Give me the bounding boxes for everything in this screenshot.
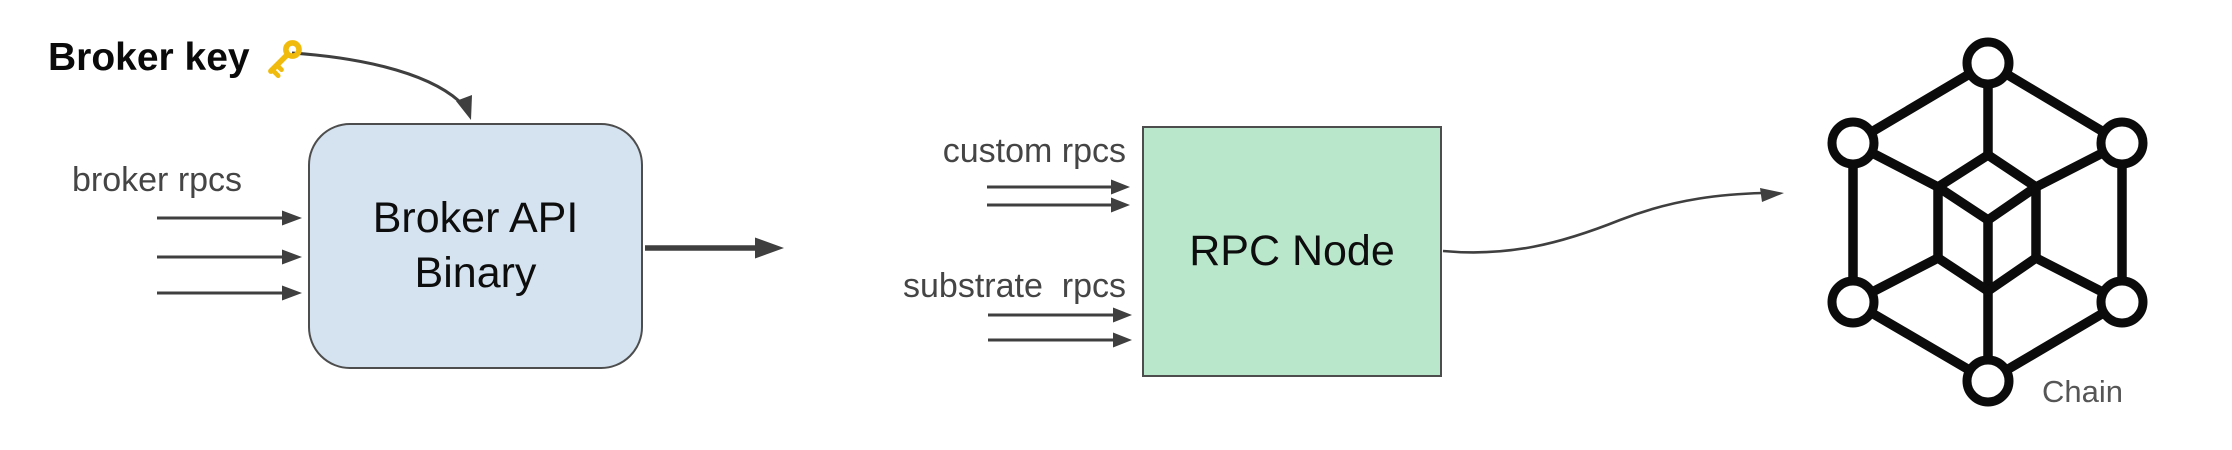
broker-box-title-line1: Broker API — [372, 194, 579, 242]
broker-box-title: Broker API Binary — [373, 191, 579, 301]
substrate-rpcs-arrows — [988, 307, 1132, 348]
custom-rpcs-label: custom rpcs — [942, 132, 1126, 170]
broker-key-group: Broker key — [48, 36, 306, 81]
chain-label: Chain — [2042, 374, 2123, 409]
blockchain-cube-icon — [1827, 37, 2148, 407]
substrate-rpcs-label: substrate rpcs — [903, 267, 1126, 305]
broker-rpcs-arrows — [157, 210, 302, 301]
broker-key-arrow — [291, 51, 472, 120]
broker-box-title-line2: Binary — [414, 249, 537, 297]
broker-api-binary-box: Broker API Binary — [308, 123, 643, 369]
broker-rpcs-label: broker rpcs — [72, 161, 243, 199]
key-icon — [267, 40, 302, 79]
broker-key-label: Broker key — [48, 36, 250, 80]
rpc-node-box: RPC Node — [1142, 126, 1442, 377]
rpc-box-title: RPC Node — [1189, 227, 1395, 275]
custom-rpcs-arrows — [987, 179, 1130, 213]
broker-output-arrow — [645, 237, 784, 259]
rpc-to-chain-arrow — [1442, 188, 1784, 254]
